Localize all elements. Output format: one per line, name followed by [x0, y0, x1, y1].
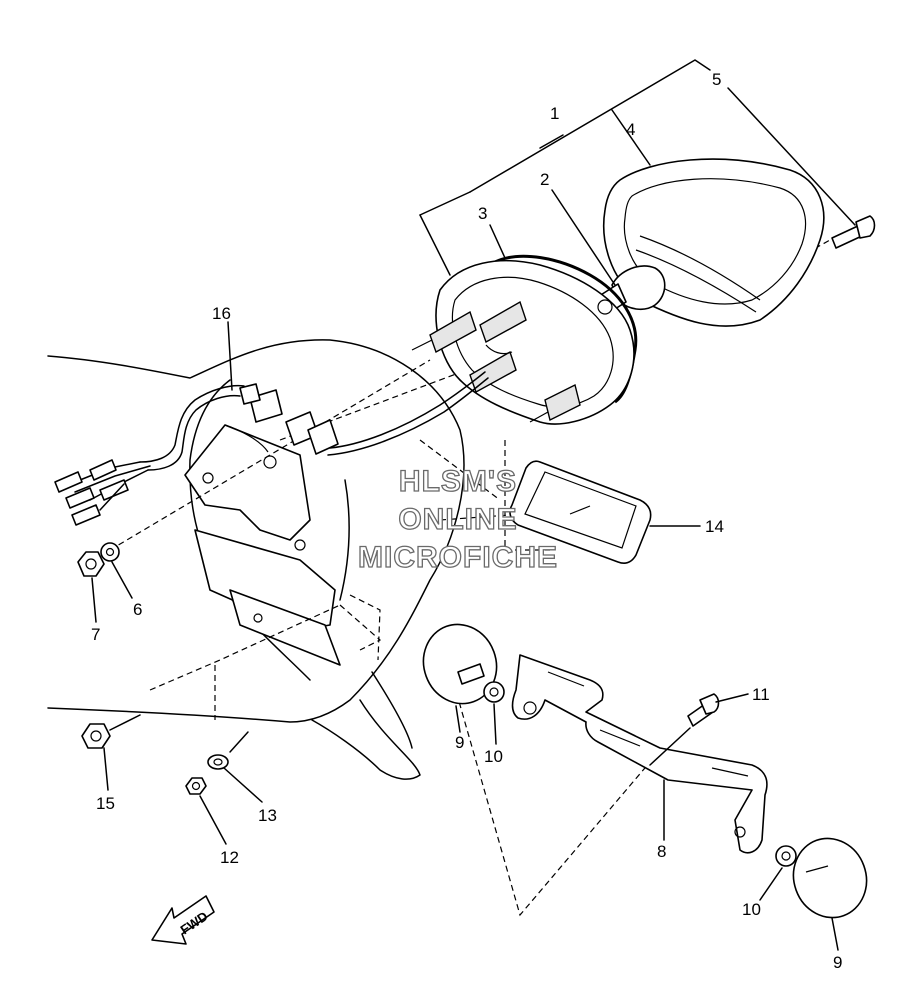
nut-part-7 — [77, 551, 105, 577]
callout-12: 12 — [220, 848, 239, 867]
callout-11: 11 — [752, 685, 770, 704]
screw-part-5 — [831, 215, 876, 249]
damper-part-9a — [422, 623, 498, 705]
callout-3: 3 — [478, 204, 487, 223]
callout-9b: 9 — [833, 953, 842, 972]
callout-13: 13 — [258, 806, 277, 825]
fwd-arrow-icon: FWD — [151, 895, 215, 945]
damper-part-9b — [792, 837, 868, 919]
callout-15: 15 — [96, 794, 115, 813]
callout-6: 6 — [133, 600, 142, 619]
callout-14: 14 — [705, 517, 724, 536]
watermark-line-2: ONLINE — [398, 503, 517, 536]
nut-part-15 — [81, 723, 111, 749]
washer-part-10a — [483, 681, 505, 703]
callout-7: 7 — [91, 625, 100, 644]
callout-2: 2 — [540, 170, 549, 189]
nut-part-12 — [185, 777, 207, 795]
callout-16: 16 — [212, 304, 231, 323]
leader-lines — [91, 59, 856, 951]
washer-part-6 — [100, 542, 120, 562]
callout-9a: 9 — [455, 733, 464, 752]
washer-part-13 — [207, 754, 229, 770]
watermark-line-1: HLSM'S — [399, 465, 517, 498]
rear-fender-outline — [47, 339, 465, 780]
bracket-part-8 — [511, 654, 768, 854]
callout-8: 8 — [657, 842, 666, 861]
callout-10b: 10 — [742, 900, 761, 919]
license-bracket-mount — [184, 424, 341, 666]
reflector-part-14 — [509, 460, 652, 564]
wire-harness-part-16 — [54, 371, 489, 526]
callout-10a: 10 — [484, 747, 503, 766]
callout-5: 5 — [712, 70, 721, 89]
callout-1: 1 — [550, 104, 559, 123]
washer-part-10b — [775, 845, 797, 867]
bolt-part-11 — [687, 693, 720, 727]
callout-4: 4 — [626, 120, 635, 139]
callout-numbers: 1 2 3 4 5 6 7 8 9 9 10 10 11 12 13 14 15… — [91, 70, 842, 972]
watermark: HLSM'S ONLINE MICROFICHE — [357, 464, 558, 574]
lamp-housing — [411, 259, 635, 425]
watermark-line-3: MICROFICHE — [358, 541, 558, 574]
